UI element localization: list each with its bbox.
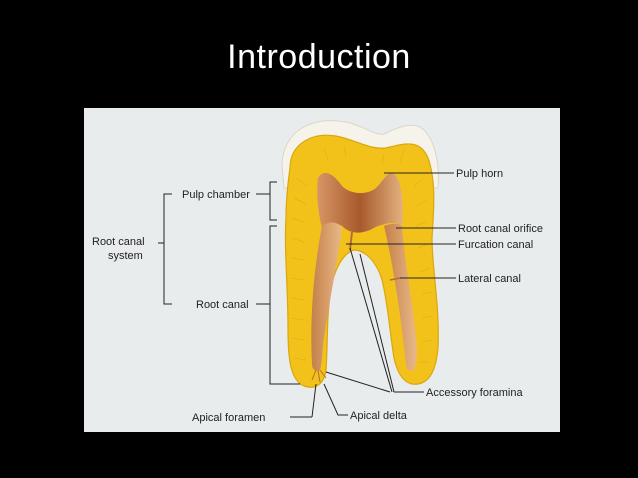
right-root-canal-shape [384,223,417,371]
label-pulp-chamber: Pulp chamber [182,189,250,201]
label-accessory-foramina: Accessory foramina [426,387,523,399]
label-furcation-canal: Furcation canal [458,239,533,251]
label-pulp-horn: Pulp horn [456,168,503,180]
label-apical-foramen: Apical foramen [192,412,265,424]
left-root-canal-shape [311,222,342,371]
label-root-canal-system-line2: system [108,250,143,262]
label-root-canal-orifice: Root canal orifice [458,223,543,235]
label-root-canal: Root canal [196,299,249,311]
label-root-canal-system-line1: Root canal [92,236,145,248]
tooth-anatomy-figure: Pulp chamber Root canal system Root cana… [84,108,560,432]
label-lateral-canal: Lateral canal [458,273,521,285]
tooth-diagram: Pulp chamber Root canal system Root cana… [92,120,543,424]
pulp-chamber-shape [317,172,403,233]
label-apical-delta: Apical delta [350,410,408,422]
slide-title: Introduction [227,38,411,76]
